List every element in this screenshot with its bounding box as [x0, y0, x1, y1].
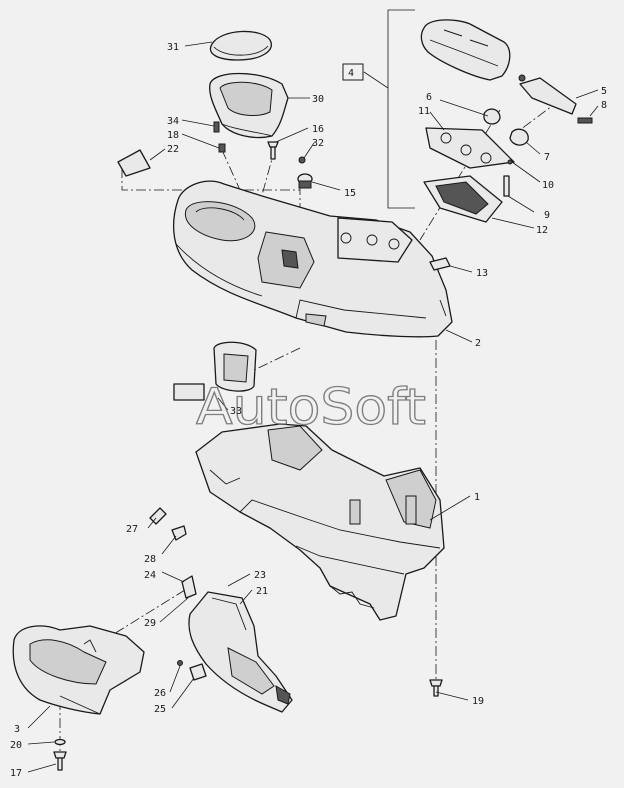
callout-17: 17 — [10, 768, 22, 779]
callout-box-4 — [342, 63, 364, 81]
callout-11: 11 — [418, 106, 430, 117]
callout-8: 8 — [601, 100, 607, 111]
callout-15: 15 — [344, 188, 356, 199]
callout-labels: 31 30 34 18 22 16 32 15 4 5 8 6 11 7 10 … — [10, 42, 607, 779]
callout-3: 3 — [14, 724, 20, 735]
callout-18: 18 — [167, 130, 179, 141]
part-25-26-fasteners — [177, 660, 207, 681]
callout-10: 10 — [542, 180, 554, 191]
callout-6: 6 — [426, 92, 432, 103]
part-32-15-grommets — [297, 156, 313, 189]
callout-16: 16 — [312, 124, 324, 135]
part-4-armrest-assembly — [420, 19, 593, 223]
callout-19: 19 — [472, 696, 484, 707]
callout-22: 22 — [167, 144, 179, 155]
callout-9: 9 — [544, 210, 550, 221]
callout-32: 32 — [312, 138, 324, 149]
callout-30: 30 — [312, 94, 324, 105]
callout-2: 2 — [475, 338, 481, 349]
callout-28: 28 — [144, 554, 156, 565]
part-2-upper-console — [172, 180, 453, 338]
callout-7: 7 — [544, 152, 550, 163]
callout-24: 24 — [144, 570, 156, 581]
bolts-bottom — [53, 679, 443, 771]
callout-34: 34 — [167, 116, 179, 127]
callout-31: 31 — [167, 42, 179, 53]
part-1-lower-console — [195, 423, 445, 621]
callout-23: 23 — [254, 570, 266, 581]
part-22-clip — [117, 149, 151, 177]
part-31-lid — [209, 30, 272, 61]
part-21-23-side-trim — [188, 591, 293, 713]
part-33-bezel — [173, 341, 257, 401]
callout-29: 29 — [144, 618, 156, 629]
callout-leaders — [27, 41, 599, 773]
callout-13: 13 — [476, 268, 488, 279]
callout-4: 4 — [348, 68, 354, 79]
callout-12: 12 — [536, 225, 548, 236]
group-4-bracket — [342, 9, 415, 209]
watermark-text: AutoSoft — [196, 378, 426, 436]
callout-26: 26 — [154, 688, 166, 699]
callout-1: 1 — [474, 492, 480, 503]
part-24-clip — [181, 575, 197, 599]
callout-25: 25 — [154, 704, 166, 715]
callout-20: 20 — [10, 740, 22, 751]
screws-top — [213, 121, 279, 160]
part-3-bottom-cover — [12, 625, 145, 715]
callout-5: 5 — [601, 86, 607, 97]
callout-21: 21 — [256, 586, 268, 597]
part-30-cup-holder — [209, 72, 289, 139]
callout-27: 27 — [126, 524, 138, 535]
callout-33: 33 — [230, 406, 242, 417]
part-27-28-clips — [149, 507, 187, 541]
